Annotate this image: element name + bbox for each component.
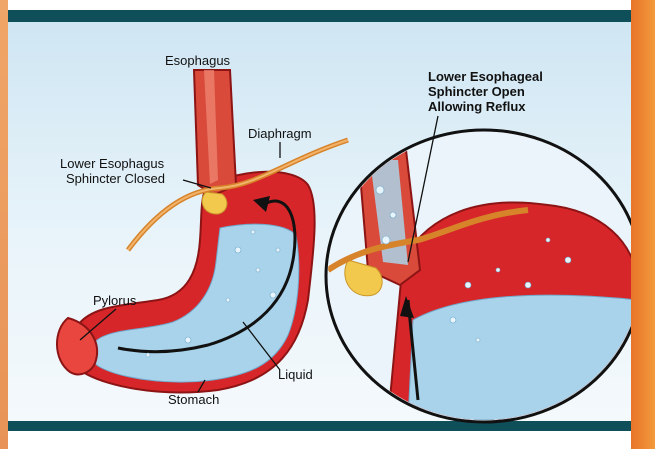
- label-esophagus: Esophagus: [165, 53, 231, 68]
- right-frame: [631, 0, 655, 449]
- label-diaphragm: Diaphragm: [248, 126, 312, 141]
- magnified-view: [326, 130, 631, 422]
- stomach-illustration: [57, 70, 348, 392]
- label-les-open-1: Lower Esophageal: [428, 69, 543, 84]
- label-stomach: Stomach: [168, 392, 219, 407]
- label-les-closed-1: Lower Esophagus: [60, 156, 165, 171]
- label-liquid: Liquid: [278, 367, 313, 382]
- label-pylorus: Pylorus: [93, 293, 137, 308]
- fat-tissue: [202, 192, 227, 214]
- left-frame: [0, 0, 8, 449]
- label-les-open-2: Sphincter Open: [428, 84, 525, 99]
- label-les-open-3: Allowing Reflux: [428, 99, 526, 114]
- illustration-panel: Esophagus Diaphragm Lower Esophagus Sphi…: [8, 0, 631, 449]
- label-les-closed-2: Sphincter Closed: [66, 171, 165, 186]
- magnified-liquid: [408, 295, 631, 420]
- anatomy-diagram: Esophagus Diaphragm Lower Esophagus Sphi…: [8, 0, 631, 449]
